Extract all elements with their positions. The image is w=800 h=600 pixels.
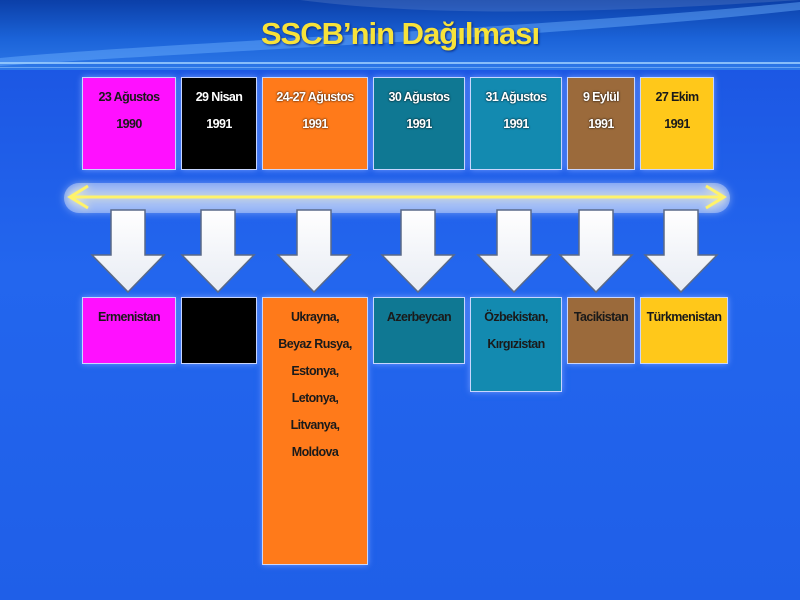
country-box-georgia bbox=[181, 297, 257, 364]
year-text: 1991 bbox=[406, 117, 432, 131]
country-text: Özbekistan, bbox=[484, 310, 548, 324]
country-text: Moldova bbox=[291, 445, 339, 459]
year-text: 1991 bbox=[302, 117, 328, 131]
country-text: Beyaz Rusya, bbox=[278, 337, 352, 351]
country-text: Türkmenistan bbox=[646, 310, 722, 324]
date-text: 23 Ağustos bbox=[98, 90, 161, 104]
year-text: 1990 bbox=[116, 117, 142, 131]
date-text: 27 Ekim bbox=[655, 90, 699, 104]
timeline-arrow bbox=[64, 183, 730, 213]
date-box-tajikistan: 9 Eylül 1991 bbox=[567, 77, 635, 170]
date-text: 9 Eylül bbox=[582, 90, 620, 104]
country-text: Litvanya, bbox=[290, 418, 340, 432]
down-arrow-icon bbox=[276, 209, 352, 294]
slide-title: SSCB’nin Dağılması bbox=[260, 16, 540, 51]
date-box-ukraine-group: 24-27 Ağustos 1991 bbox=[262, 77, 368, 170]
date-box-armenia: 23 Ağustos 1990 bbox=[82, 77, 176, 170]
down-arrow-icon bbox=[380, 209, 456, 294]
country-text: Ukrayna, bbox=[290, 310, 340, 324]
country-box-azerbaijan: Azerbeycan bbox=[373, 297, 465, 364]
country-box-ukraine-group: Ukrayna, Beyaz Rusya, Estonya, Letonya, … bbox=[262, 297, 368, 565]
year-text: 1991 bbox=[503, 117, 529, 131]
header-swoosh bbox=[0, 0, 800, 68]
country-text: Azerbeycan bbox=[386, 310, 452, 324]
date-box-azerbaijan: 30 Ağustos 1991 bbox=[373, 77, 465, 170]
country-box-tajikistan: Tacikistan bbox=[567, 297, 635, 364]
date-text: 24-27 Ağustos bbox=[276, 90, 354, 104]
country-text: Ermenistan bbox=[97, 310, 161, 324]
down-arrow-icon bbox=[180, 209, 256, 294]
date-text: 31 Ağustos bbox=[485, 90, 548, 104]
header-band bbox=[0, 0, 800, 70]
country-text: Tacikistan bbox=[573, 310, 629, 324]
down-arrow-icon bbox=[476, 209, 552, 294]
date-text: 29 Nisan bbox=[195, 90, 243, 104]
country-box-turkmenistan: Türkmenistan bbox=[640, 297, 728, 364]
date-box-uzbekistan: 31 Ağustos 1991 bbox=[470, 77, 562, 170]
year-text: 1991 bbox=[588, 117, 614, 131]
country-text: Letonya, bbox=[291, 391, 339, 405]
date-box-turkmenistan: 27 Ekim 1991 bbox=[640, 77, 714, 170]
country-box-uzbekistan: Özbekistan, Kırgızistan bbox=[470, 297, 562, 392]
year-text: 1991 bbox=[664, 117, 690, 131]
country-text: Estonya, bbox=[291, 364, 339, 378]
down-arrows bbox=[90, 209, 719, 294]
down-arrow-icon bbox=[558, 209, 634, 294]
date-box-georgia: 29 Nisan 1991 bbox=[181, 77, 257, 170]
down-arrow-icon bbox=[643, 209, 719, 294]
date-text: 30 Ağustos bbox=[388, 90, 451, 104]
year-text: 1991 bbox=[206, 117, 232, 131]
down-arrow-icon bbox=[90, 209, 166, 294]
country-box-armenia: Ermenistan bbox=[82, 297, 176, 364]
country-text: Kırgızistan bbox=[487, 337, 545, 351]
